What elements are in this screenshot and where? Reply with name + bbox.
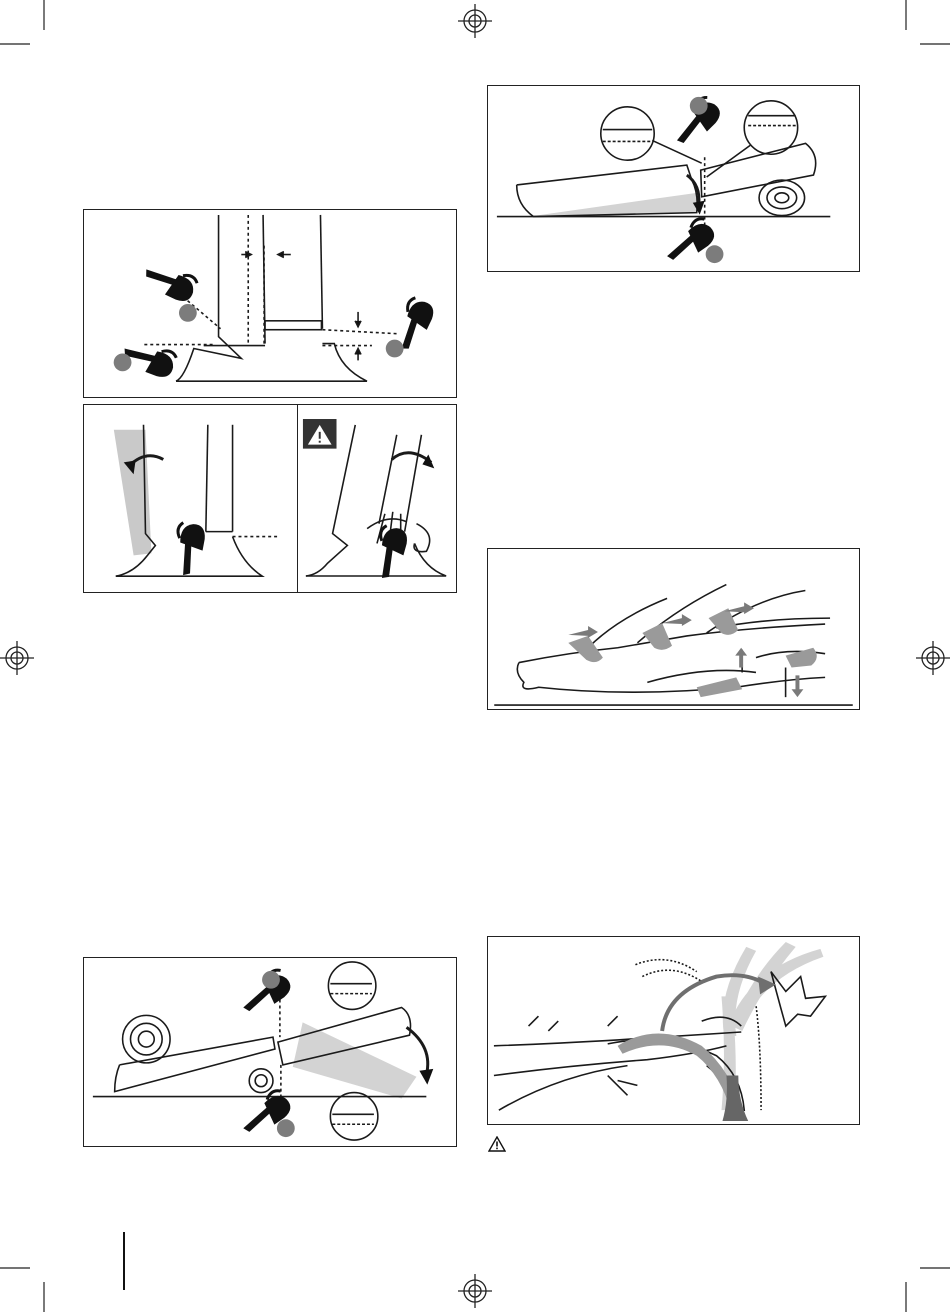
magnifier-callout	[601, 107, 654, 160]
magnifier-callout	[744, 101, 797, 154]
chainsaw-icon	[164, 519, 210, 579]
magnifier-callout	[330, 1093, 377, 1140]
callout-dot	[179, 304, 197, 322]
callout-dot	[386, 340, 404, 358]
callout-dot	[262, 971, 280, 989]
magnifier-callout	[328, 962, 375, 1009]
figure-log-supported-end	[487, 85, 860, 272]
figure-wrong-fall	[297, 404, 457, 593]
cut-marker	[709, 608, 739, 635]
snap-burst	[771, 972, 825, 1026]
callout-dot	[706, 245, 724, 263]
tree-base	[176, 344, 367, 382]
cut-marker	[642, 623, 672, 650]
registration-mark-bottom	[458, 1274, 492, 1308]
figure-correct-fall	[83, 404, 299, 593]
callout-dot	[277, 1119, 295, 1137]
figure-spring-pole	[487, 936, 860, 1125]
registration-mark-left	[0, 641, 34, 675]
callout-dot	[114, 353, 132, 371]
callout-dot	[690, 97, 708, 115]
cut-marker	[786, 648, 817, 668]
warning-icon	[488, 1136, 506, 1152]
cut-marker	[697, 677, 742, 697]
figure-felling-notch	[83, 209, 457, 398]
fall-arrow-icon	[419, 1069, 433, 1085]
figure-log-supported-middle	[83, 957, 457, 1147]
chainsaw-icon	[364, 522, 413, 582]
figure-limbing	[487, 548, 860, 710]
chainsaw-icon	[141, 253, 201, 308]
registration-mark-right	[916, 641, 950, 675]
registration-mark-top	[458, 4, 492, 38]
